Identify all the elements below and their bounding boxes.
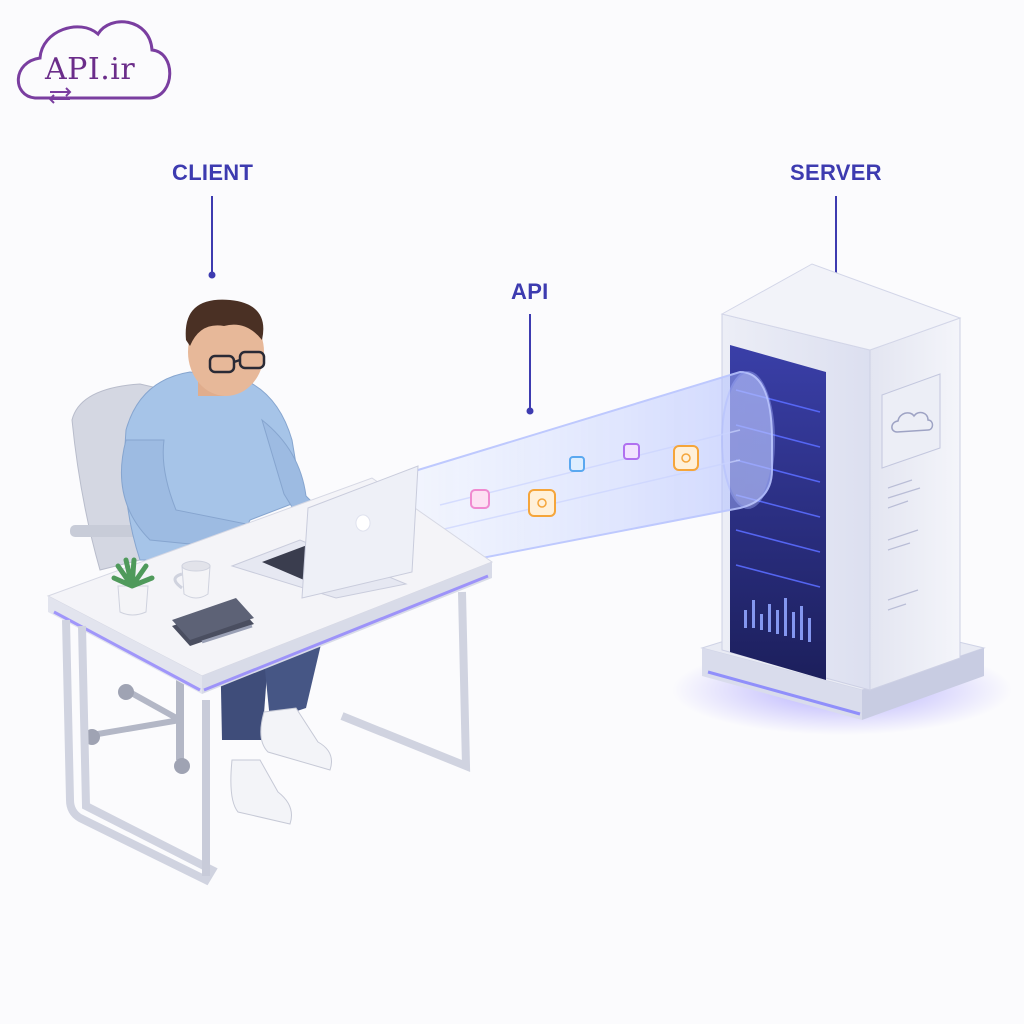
- server-callout-line: [832, 196, 840, 280]
- laptop-logo-icon: [355, 514, 371, 532]
- server-cloud-icon: [891, 411, 934, 433]
- logo-cloud-icon: [16, 20, 172, 104]
- coffee-mug-icon: [173, 560, 211, 599]
- data-packet-orange: [528, 489, 556, 517]
- api-label: API: [511, 279, 549, 304]
- api-callout-line: [526, 314, 534, 415]
- data-packet-purple: [623, 443, 640, 460]
- data-packet-orange-2: [673, 445, 699, 471]
- client-label: CLIENT: [172, 160, 254, 185]
- notebook-icon: [172, 598, 254, 646]
- glasses-icon: [208, 350, 266, 374]
- client-callout-line: [208, 196, 216, 279]
- api-tube: [406, 370, 775, 570]
- potted-plant-icon: [111, 557, 155, 616]
- data-packet-blue: [569, 456, 585, 472]
- laptop: [230, 465, 419, 599]
- logo: API.ir: [45, 52, 136, 87]
- data-packet-pink: [470, 489, 490, 509]
- server-label: SERVER: [790, 160, 882, 185]
